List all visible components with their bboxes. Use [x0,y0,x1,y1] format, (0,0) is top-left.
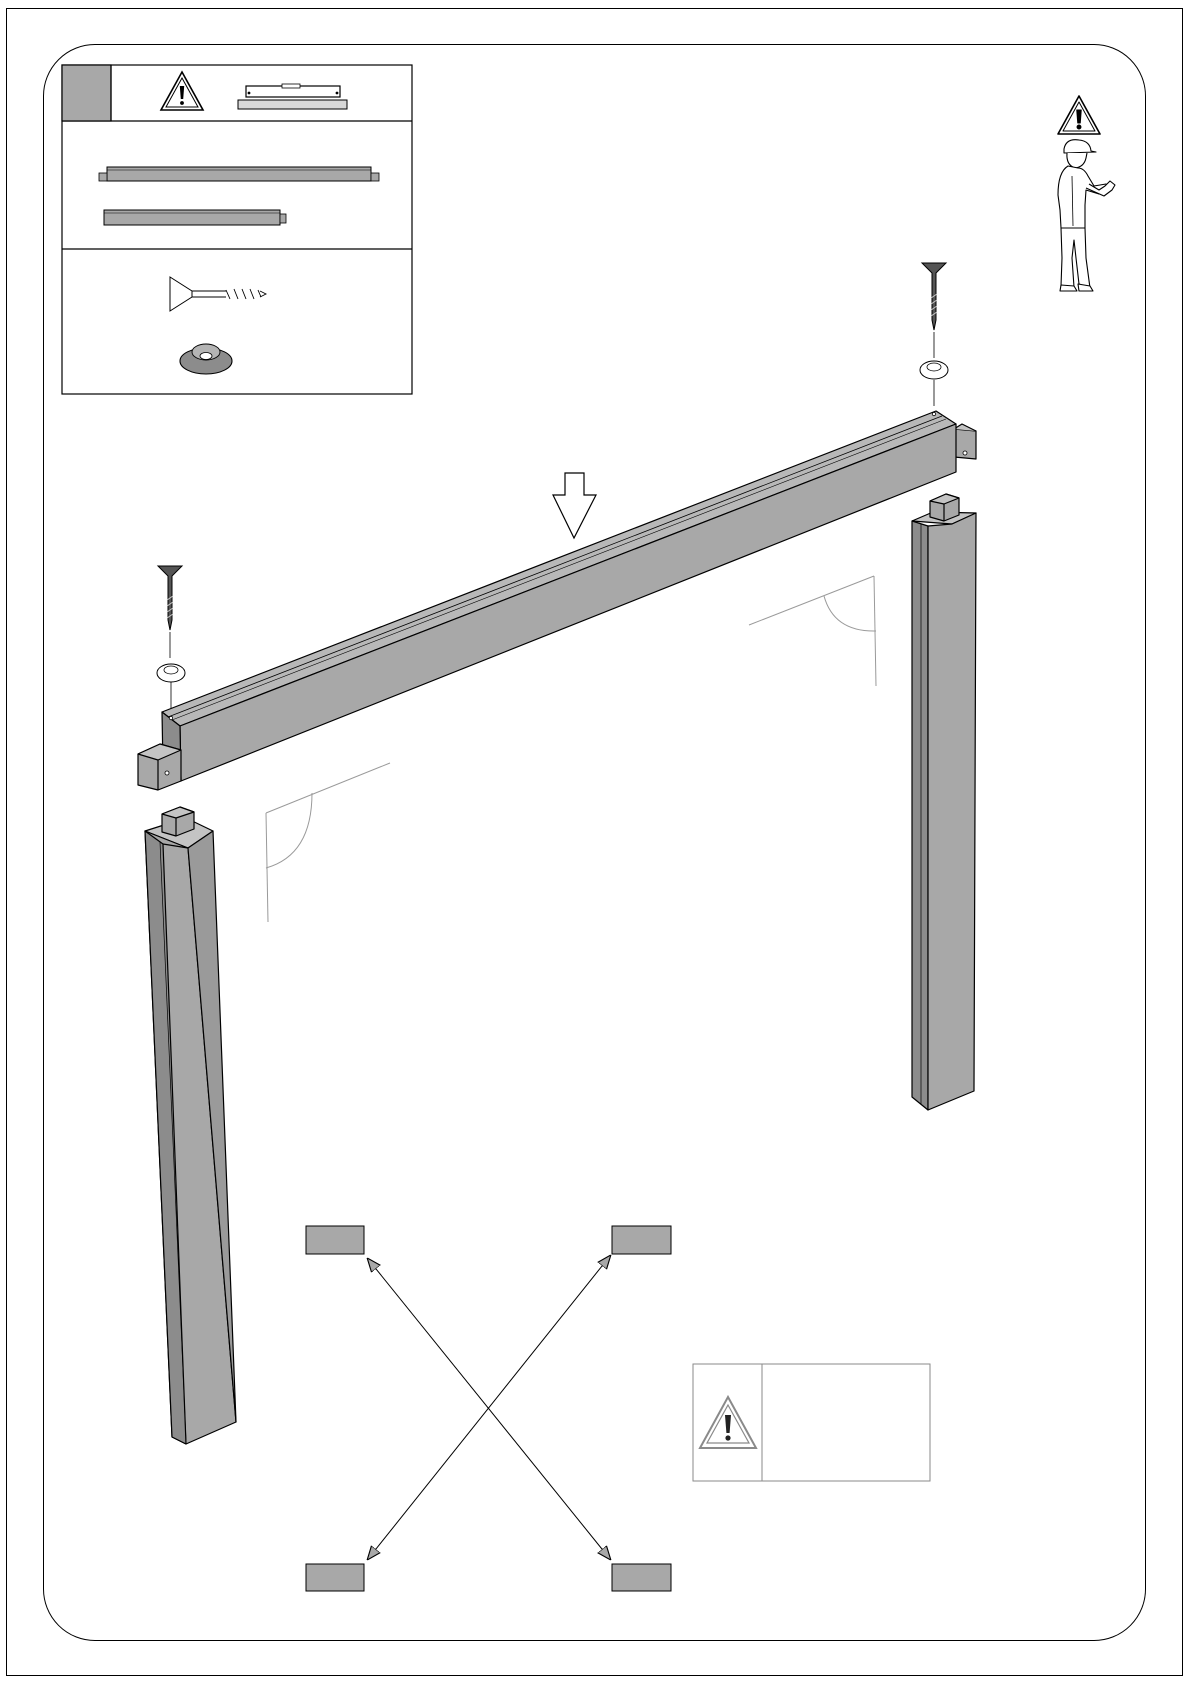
right-angle-guide [266,576,876,922]
left-post [145,807,236,1444]
corner-marker-top-left [306,1226,364,1254]
right-screw [922,263,946,358]
short-beam-part [104,210,286,225]
warning-note-box [693,1364,930,1481]
corner-marker-bottom-left [306,1564,364,1591]
step-number-cell [62,65,111,121]
corner-marker-top-right [612,1226,671,1254]
warning-triangle-icon [1058,96,1100,134]
corner-marker-bottom-right [612,1564,671,1591]
spirit-level-icon [238,84,347,109]
parts-list-box [62,65,412,394]
left-washer [157,664,185,708]
top-beam [138,411,976,790]
left-screw [158,566,182,658]
long-beam-part [99,167,379,181]
worker-with-helmet-icon [1058,96,1115,291]
right-post [912,494,976,1110]
diagonal-check-icon [306,1226,671,1591]
right-washer [920,361,948,406]
down-arrow-icon [553,473,596,538]
